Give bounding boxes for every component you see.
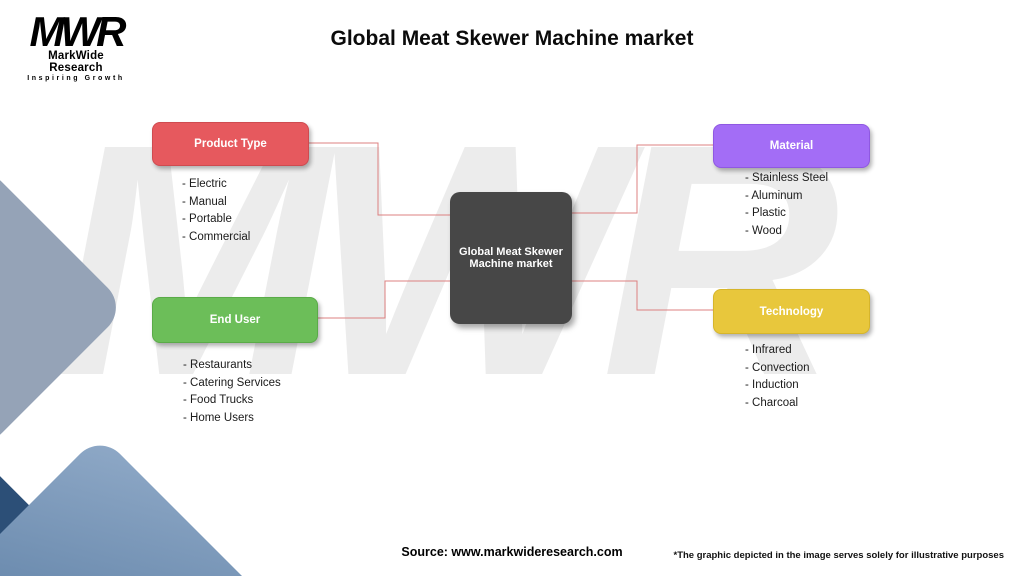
connector-end-user bbox=[316, 280, 450, 319]
segment-label: Material bbox=[769, 140, 814, 152]
segment-item: - Aluminum bbox=[745, 189, 803, 202]
segment-header-technology: Technology bbox=[713, 289, 870, 334]
segment-header-material: Material bbox=[713, 124, 870, 168]
segment-header-product-type: Product Type bbox=[152, 122, 309, 166]
segment-header-end-user: End User bbox=[152, 297, 318, 343]
segment-label: End User bbox=[209, 314, 261, 326]
segment-item: - Portable bbox=[182, 213, 232, 225]
segment-item: - Food Trucks bbox=[183, 394, 254, 406]
connector-material bbox=[572, 144, 713, 214]
markwide-research-logo: MWR MarkWide Research Inspiring Growth bbox=[22, 8, 130, 83]
segment-item: - Manual bbox=[182, 195, 227, 208]
segment-item: - Plastic bbox=[745, 207, 786, 219]
segment-item: - Infrared bbox=[745, 344, 792, 356]
logo-tagline: Inspiring Growth bbox=[27, 75, 125, 82]
center-market-node: Global Meat Skewer Machine market bbox=[450, 192, 572, 324]
segment-item: - Convection bbox=[745, 361, 810, 374]
logo-mark: MWR bbox=[29, 8, 127, 55]
segment-item: - Catering Services bbox=[183, 376, 281, 389]
center-market-label: Global Meat Skewer Machine market bbox=[459, 246, 563, 270]
segment-list-end-user: - Restaurants - Catering Services - Food… bbox=[183, 357, 281, 427]
logo-company-name: MarkWide Research bbox=[48, 50, 104, 74]
connector-product-type bbox=[307, 142, 450, 216]
segment-list-material: - Stainless Steel - Aluminum - Plastic -… bbox=[745, 170, 828, 240]
segment-list-product-type: - Electric - Manual - Portable - Commerc… bbox=[182, 176, 250, 246]
segment-item: - Charcoal bbox=[745, 396, 799, 409]
segment-item: - Commercial bbox=[182, 230, 251, 243]
segment-list-technology: - Infrared - Convection - Induction - Ch… bbox=[745, 342, 810, 412]
source-caption: Source: www.markwideresearch.com bbox=[401, 545, 623, 559]
segment-label: Technology bbox=[759, 305, 824, 318]
segment-item: - Wood bbox=[745, 224, 782, 237]
segment-item: - Electric bbox=[182, 178, 227, 190]
segment-item: - Stainless Steel bbox=[745, 172, 829, 184]
segment-item: - Restaurants bbox=[183, 359, 253, 371]
connector-technology bbox=[572, 280, 713, 311]
segment-item: - Home Users bbox=[183, 411, 254, 424]
segment-item: - Induction bbox=[745, 379, 799, 391]
disclaimer-note: *The graphic depicted in the image serve… bbox=[673, 550, 1005, 561]
segment-label: Product Type bbox=[194, 138, 267, 150]
page-title: Global Meat Skewer Machine market bbox=[330, 27, 694, 50]
